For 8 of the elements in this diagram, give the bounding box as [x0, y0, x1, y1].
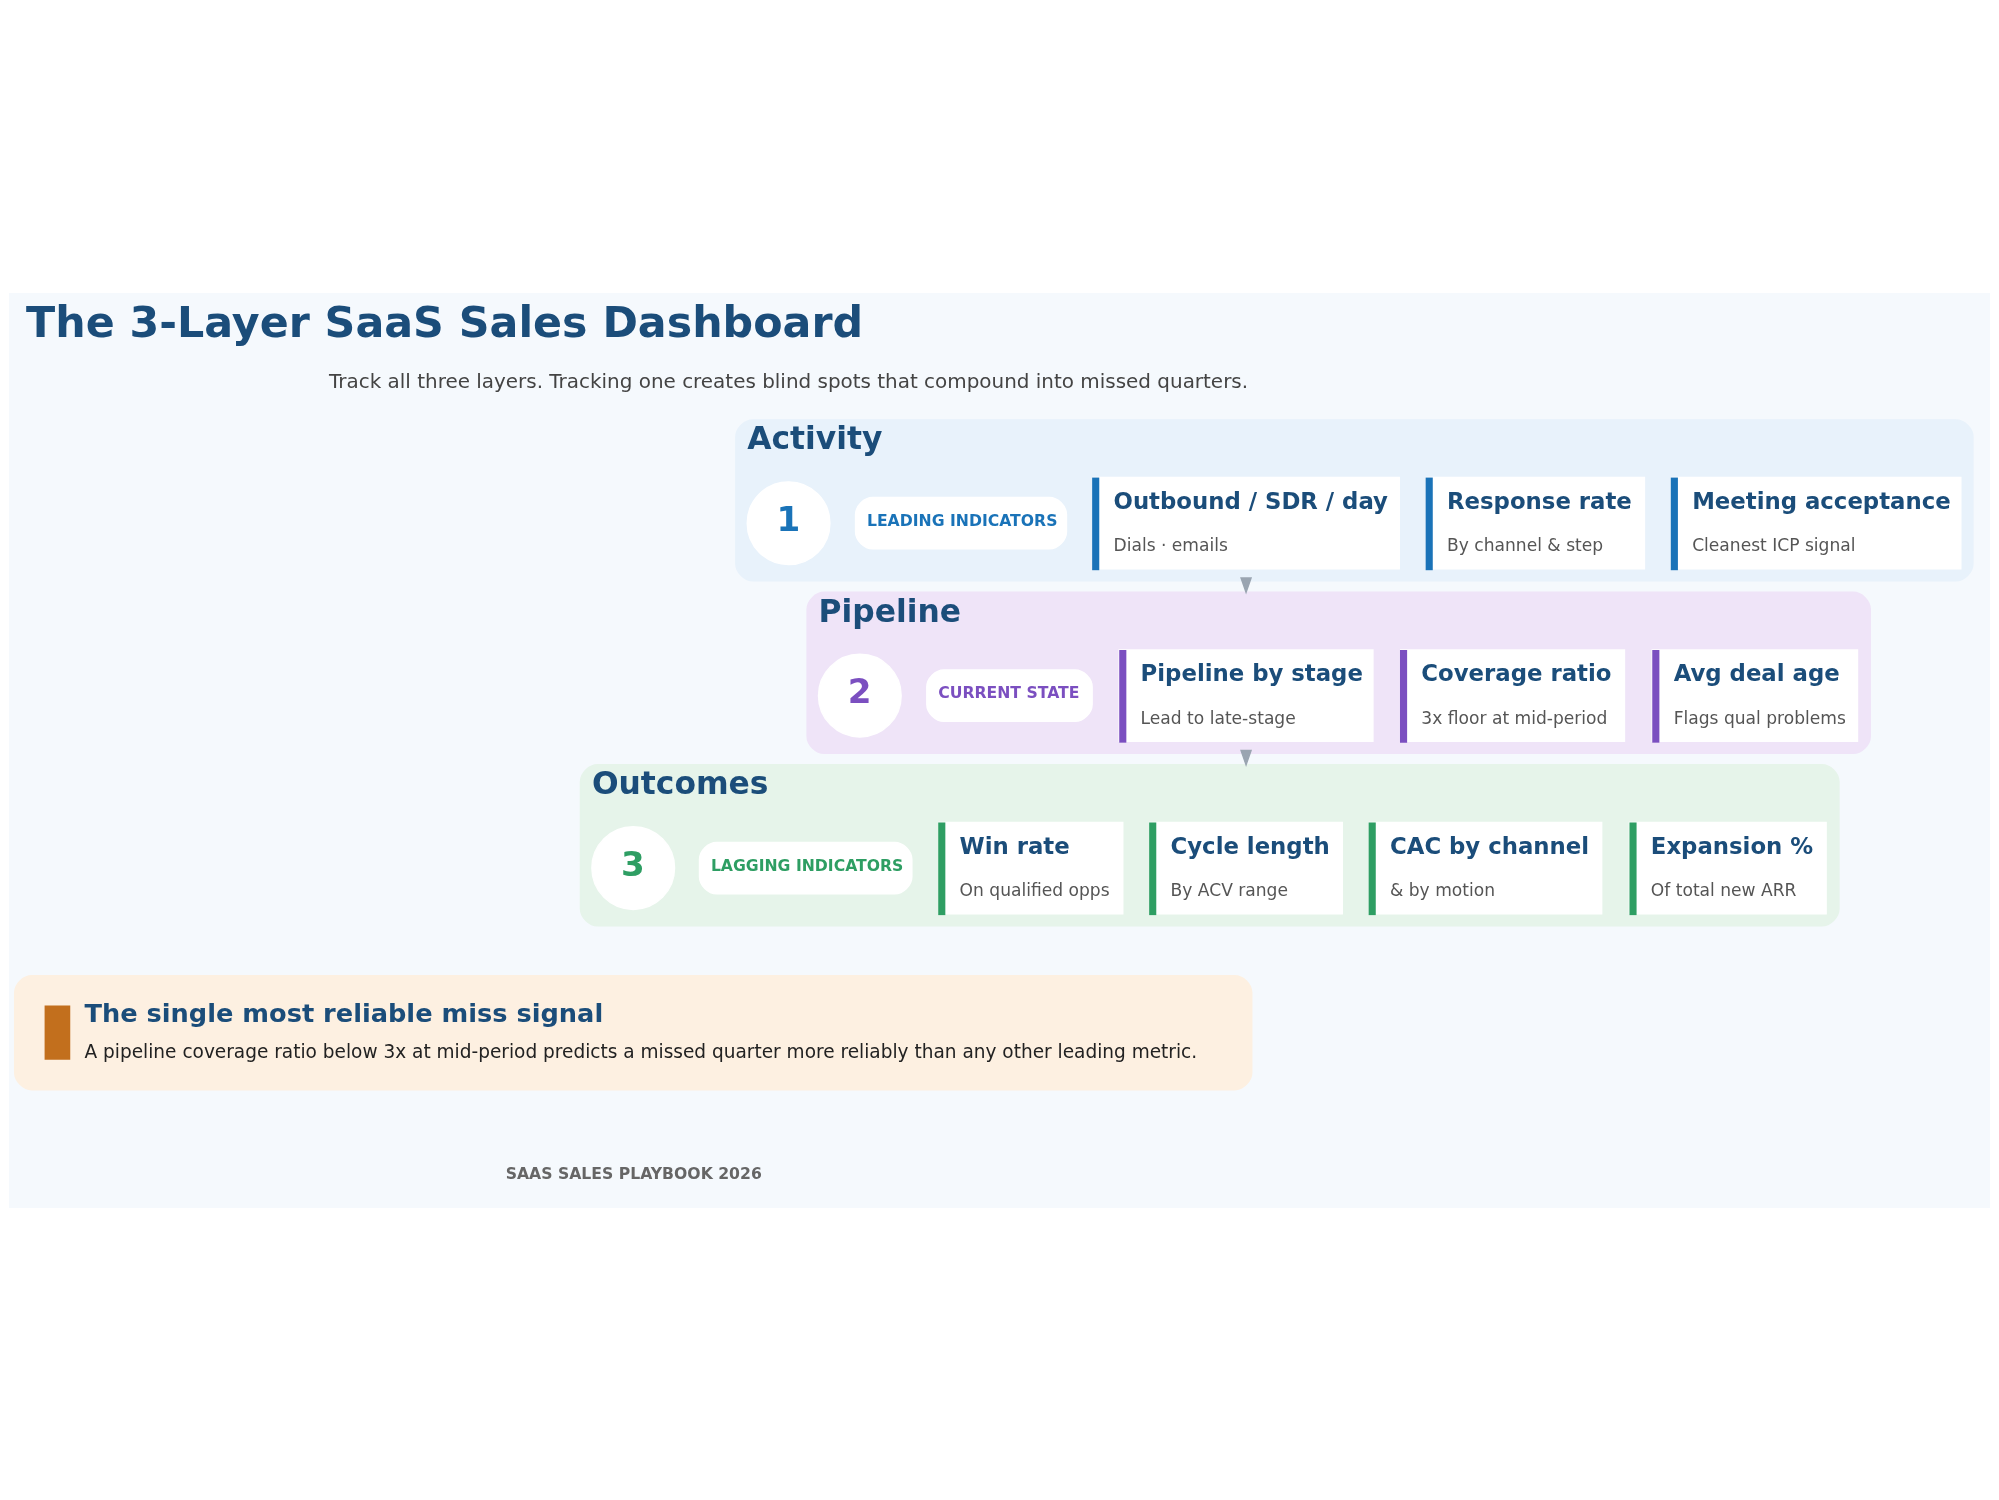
node-box: LAGGING INDICATORS	[698, 841, 913, 894]
node-circle: 2	[817, 653, 902, 738]
diagram-title: The 3-Layer SaaS Sales Dashboard	[26, 296, 864, 347]
node-box: CURRENT STATE	[926, 668, 1093, 722]
node-box: The single most reliable miss signal A pipeline coverage ratio below 3x at mid-period predicts a missed quarter more reliably than any other leading metric.	[13, 974, 1253, 1090]
label: SAAS SALES PLAYBOOK 2026	[505, 1163, 762, 1183]
label: Track all three layers. Tracking one creates blind spots that compound into missed quarters.	[329, 368, 1249, 393]
node-circle: 3	[591, 825, 676, 910]
